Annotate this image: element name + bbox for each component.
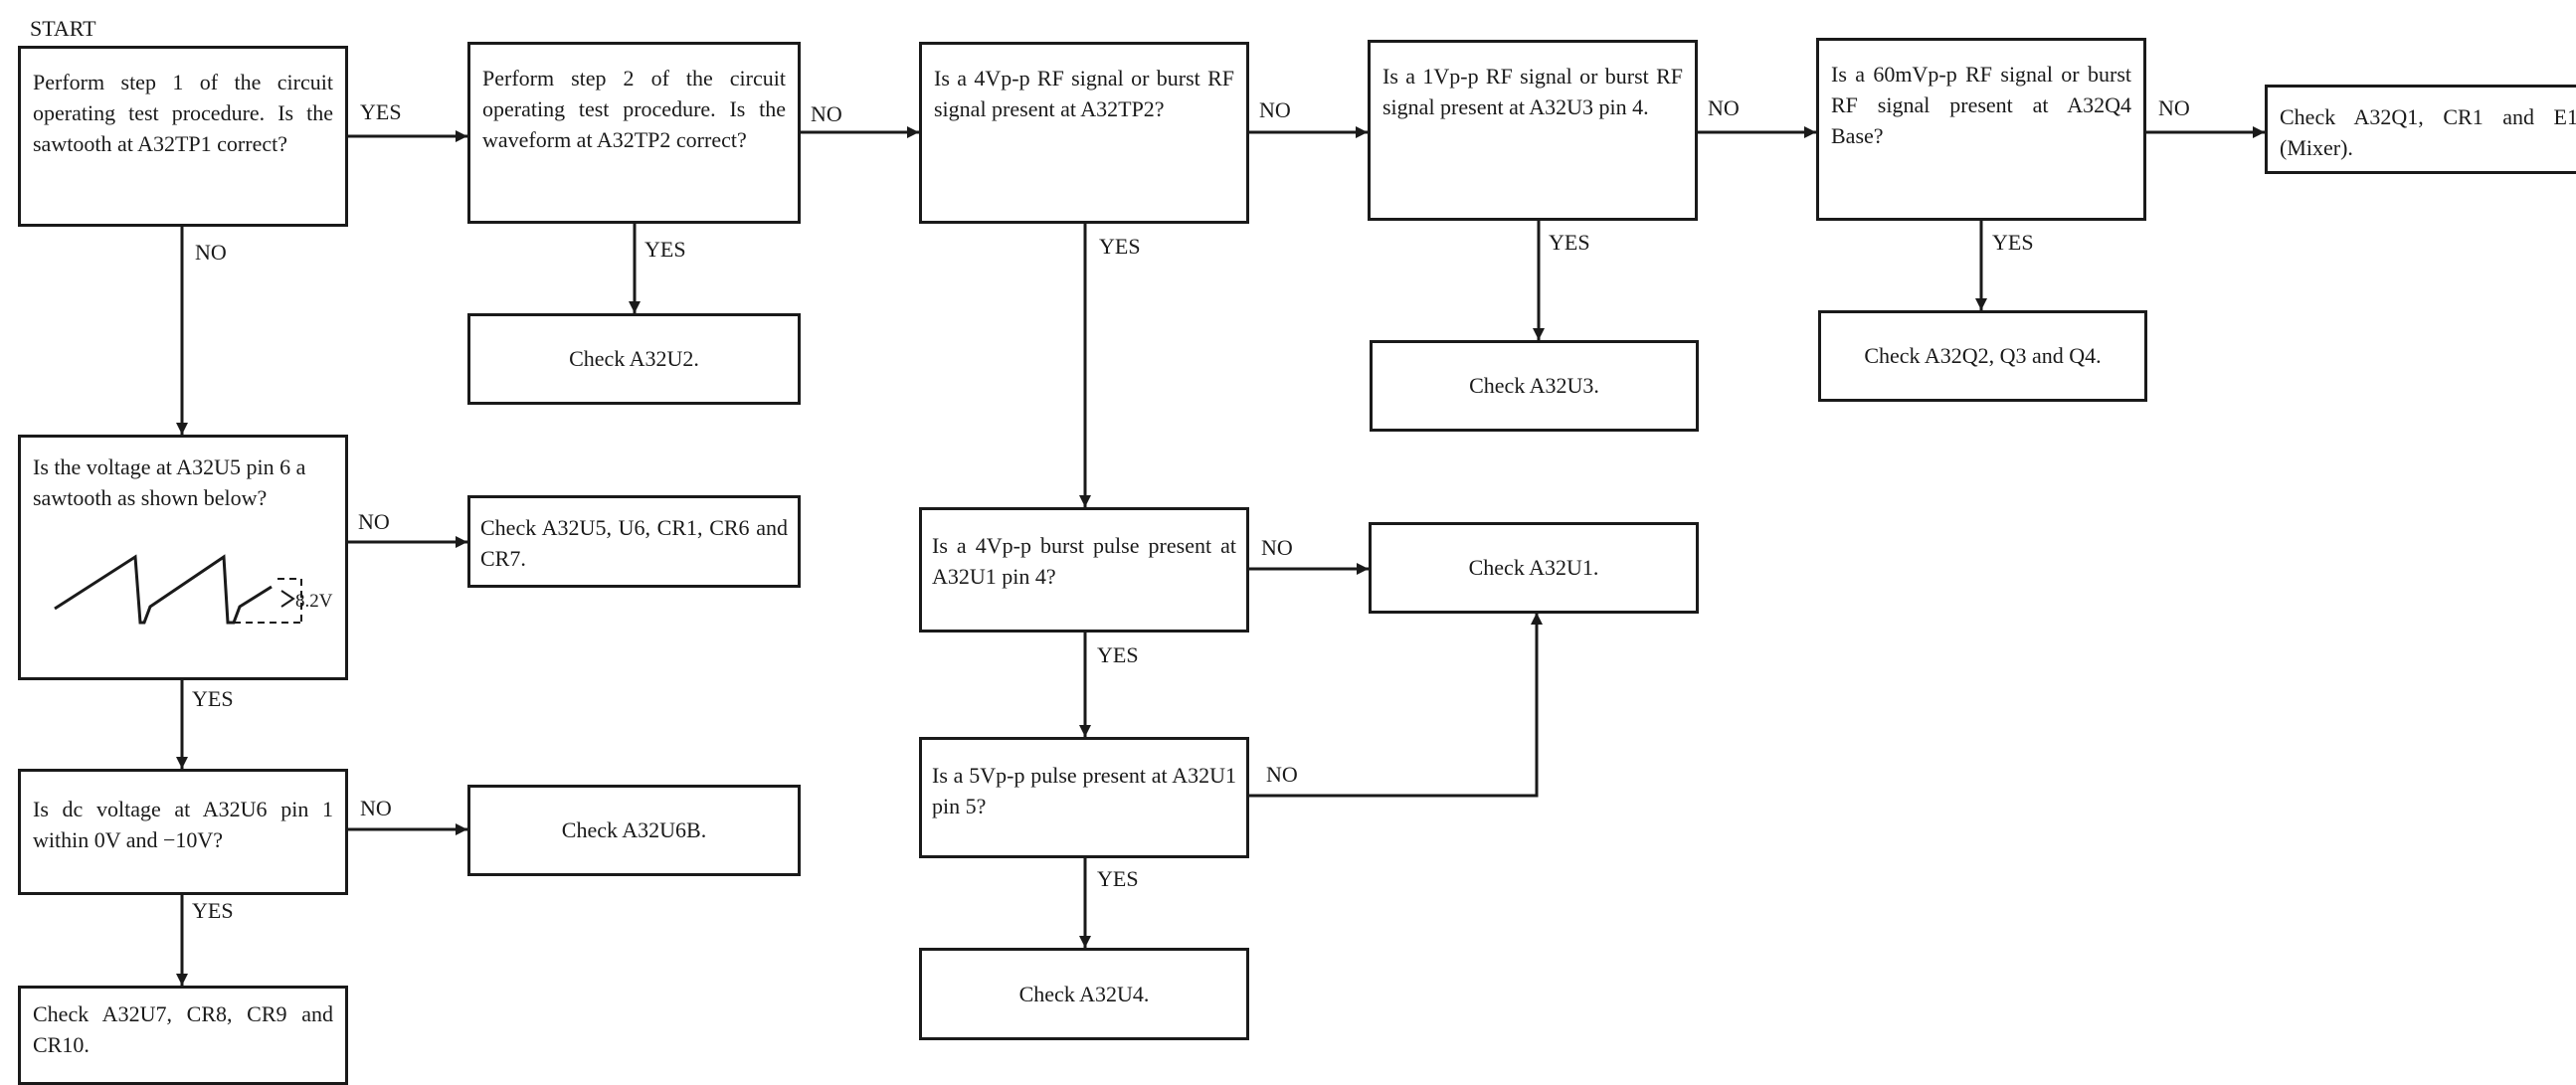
decision-dc-text: Is dc voltage at A32U6 pin 1 within 0V a… xyxy=(33,797,333,853)
action-mixer-text: Check A32Q1, CR1 and E1 (Mixer). xyxy=(2280,104,2576,161)
action-u6b-text: Check A32U6B. xyxy=(561,817,707,843)
label-yes-rf1: YES xyxy=(1549,230,1590,255)
edge-pulse5-u1 xyxy=(1249,613,1543,798)
decision-burst: Is a 4Vp-p burst pulse present at A32U1 … xyxy=(919,507,1249,633)
action-u7: Check A32U7, CR8, CR9 and CR10. xyxy=(18,986,348,1085)
label-yes-u5saw: YES xyxy=(192,686,234,711)
label-no-dc: NO xyxy=(360,796,392,820)
action-u2: Check A32U2. xyxy=(467,313,801,405)
action-u7-text: Check A32U7, CR8, CR9 and CR10. xyxy=(33,1001,333,1058)
decision-dc: Is dc voltage at A32U6 pin 1 within 0V a… xyxy=(18,769,348,895)
action-u3-text: Check A32U3. xyxy=(1469,373,1599,399)
label-yes-rf4: YES xyxy=(1099,234,1141,259)
action-u1-text: Check A32U1. xyxy=(1468,555,1599,581)
action-u5u6-text: Check A32U5, U6, CR1, CR6 and CR7. xyxy=(480,515,788,572)
action-u1: Check A32U1. xyxy=(1369,522,1699,614)
decision-rf4-text: Is a 4Vp-p RF signal or burst RF signal … xyxy=(934,66,1234,122)
label-no-step1: NO xyxy=(195,240,227,265)
label-no-u5saw: NO xyxy=(358,509,390,534)
label-no-rf60: NO xyxy=(2158,95,2190,120)
decision-rf4: Is a 4Vp-p RF signal or burst RF signal … xyxy=(919,42,1249,224)
decision-rf60: Is a 60mVp-p RF signal or burst RF signa… xyxy=(1816,38,2146,221)
label-yes-pulse5: YES xyxy=(1097,866,1139,891)
decision-u5saw: Is the voltage at A32U5 pin 6 a sawtooth… xyxy=(18,435,348,680)
greater-than-sign xyxy=(280,590,295,608)
action-mixer: Check A32Q1, CR1 and E1 (Mixer). xyxy=(2265,85,2576,174)
waveform-voltage-label: 8.2V xyxy=(295,591,333,612)
decision-step1: Perform step 1 of the circuit operating … xyxy=(18,46,348,227)
action-u5u6: Check A32U5, U6, CR1, CR6 and CR7. xyxy=(467,495,801,588)
action-u3: Check A32U3. xyxy=(1370,340,1699,432)
decision-step2-text: Perform step 2 of the circuit operating … xyxy=(482,66,786,153)
label-yes-rf60: YES xyxy=(1992,230,2034,255)
decision-rf60-text: Is a 60mVp-p RF signal or burst RF signa… xyxy=(1831,62,2131,149)
sawtooth-waveform: 8.2V xyxy=(54,554,333,625)
label-no-rf4: NO xyxy=(1259,97,1291,122)
start-label: START xyxy=(30,16,96,41)
action-u6b: Check A32U6B. xyxy=(467,785,801,876)
label-yes-burst: YES xyxy=(1097,642,1139,667)
decision-burst-text: Is a 4Vp-p burst pulse present at A32U1 … xyxy=(932,533,1236,590)
label-no-burst: NO xyxy=(1261,535,1293,560)
sawtooth-trace xyxy=(54,554,273,625)
decision-rf1-text: Is a 1Vp-p RF signal or burst RF signal … xyxy=(1382,64,1683,120)
decision-u5saw-text: Is the voltage at A32U5 pin 6 a sawtooth… xyxy=(33,454,306,511)
action-u2-text: Check A32U2. xyxy=(569,346,699,372)
decision-step2: Perform step 2 of the circuit operating … xyxy=(467,42,801,224)
label-yes-step2: YES xyxy=(644,237,686,262)
label-no-step2: NO xyxy=(811,101,842,126)
decision-rf1: Is a 1Vp-p RF signal or burst RF signal … xyxy=(1368,40,1698,221)
action-q234: Check A32Q2, Q3 and Q4. xyxy=(1818,310,2147,402)
decision-step1-text: Perform step 1 of the circuit operating … xyxy=(33,70,333,157)
decision-pulse5-text: Is a 5Vp-p pulse present at A32U1 pin 5? xyxy=(932,763,1236,819)
label-no-pulse5: NO xyxy=(1266,762,1298,787)
label-no-rf1: NO xyxy=(1708,95,1740,120)
decision-pulse5: Is a 5Vp-p pulse present at A32U1 pin 5? xyxy=(919,737,1249,858)
action-u4-text: Check A32U4. xyxy=(1018,981,1150,1006)
action-u4: Check A32U4. xyxy=(919,948,1249,1040)
label-yes-dc: YES xyxy=(192,898,234,923)
action-q234-text: Check A32Q2, Q3 and Q4. xyxy=(1864,343,2102,369)
label-yes-step1: YES xyxy=(360,99,402,124)
